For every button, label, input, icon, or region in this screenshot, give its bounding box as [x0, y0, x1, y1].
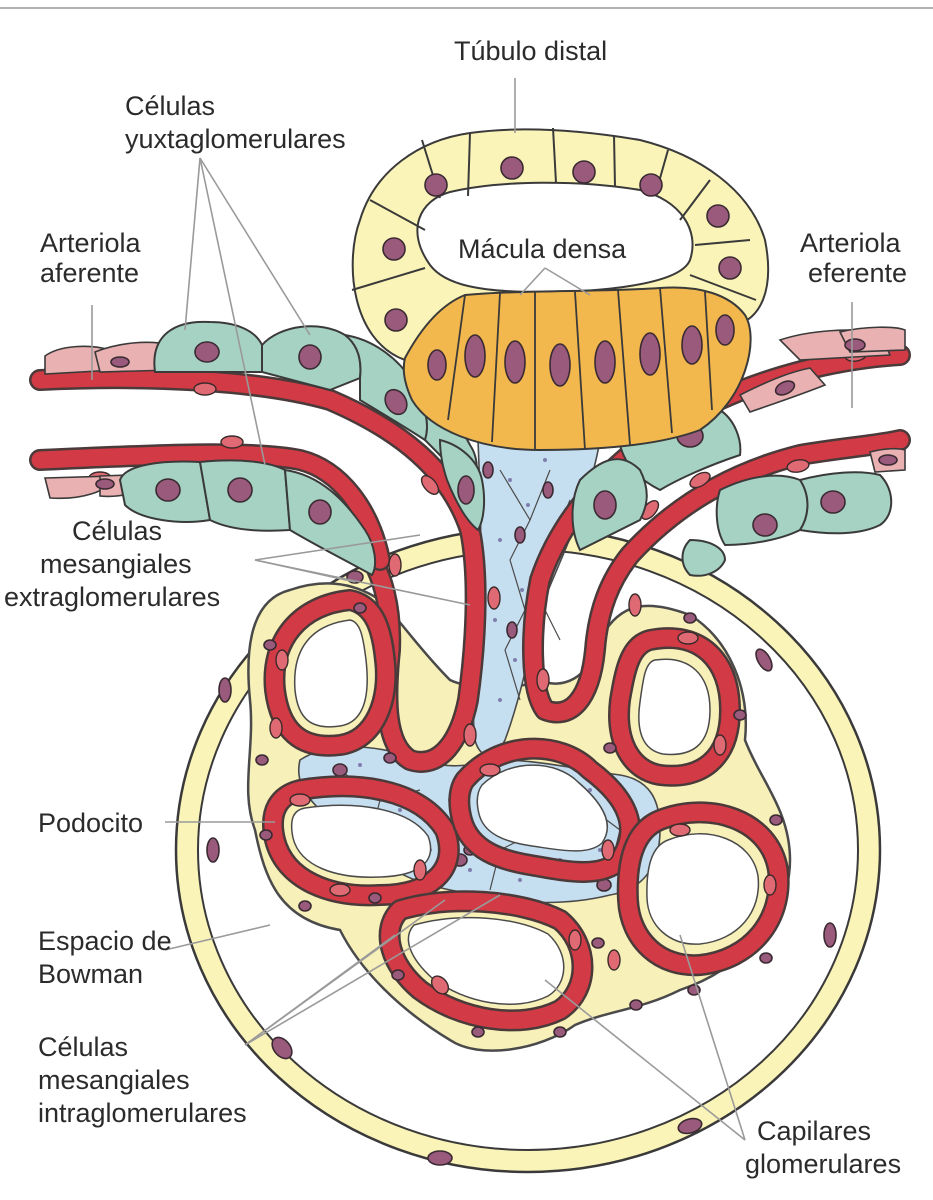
- label-mesangiales-intra-2: mesangiales: [38, 1065, 190, 1095]
- label-mesangiales-intra-1: Células: [38, 1032, 128, 1062]
- label-arteriola-eferente-1: Arteriola: [800, 228, 902, 258]
- label-arteriola-eferente-2: eferente: [808, 258, 907, 288]
- label-capilares-1: Capilares: [757, 1116, 871, 1146]
- distal-tubule: [351, 127, 770, 452]
- efferent-arteriole-wall: [571, 326, 906, 577]
- labels: Túbulo distal Células yuxtaglomerulares …: [4, 36, 907, 1179]
- label-mesangiales-extra-1: Células: [72, 516, 162, 546]
- label-podocito: Podocito: [38, 808, 143, 838]
- afferent-arteriole-wall: [43, 320, 486, 577]
- label-espacio-bowman-2: Bowman: [38, 959, 143, 989]
- label-capilares-2: glomerulares: [745, 1149, 901, 1179]
- label-espacio-bowman-1: Espacio de: [38, 926, 172, 956]
- label-mesangiales-extra-3: extraglomerulares: [4, 582, 220, 612]
- label-mesangiales-extra-2: mesangiales: [40, 549, 192, 579]
- label-macula-densa: Mácula densa: [458, 234, 627, 264]
- leader-lines: [91, 78, 853, 1141]
- capillary-loops: [29, 344, 911, 1038]
- label-celulas-yuxtaglomerulares-2: yuxtaglomerulares: [125, 124, 346, 154]
- label-tubulo-distal: Túbulo distal: [454, 36, 607, 66]
- label-arteriola-aferente-2: aferente: [40, 258, 139, 288]
- label-celulas-yuxtaglomerulares-1: Células: [125, 91, 215, 121]
- label-arteriola-aferente-1: Arteriola: [40, 228, 142, 258]
- label-mesangiales-intra-3: intraglomerulares: [38, 1098, 247, 1128]
